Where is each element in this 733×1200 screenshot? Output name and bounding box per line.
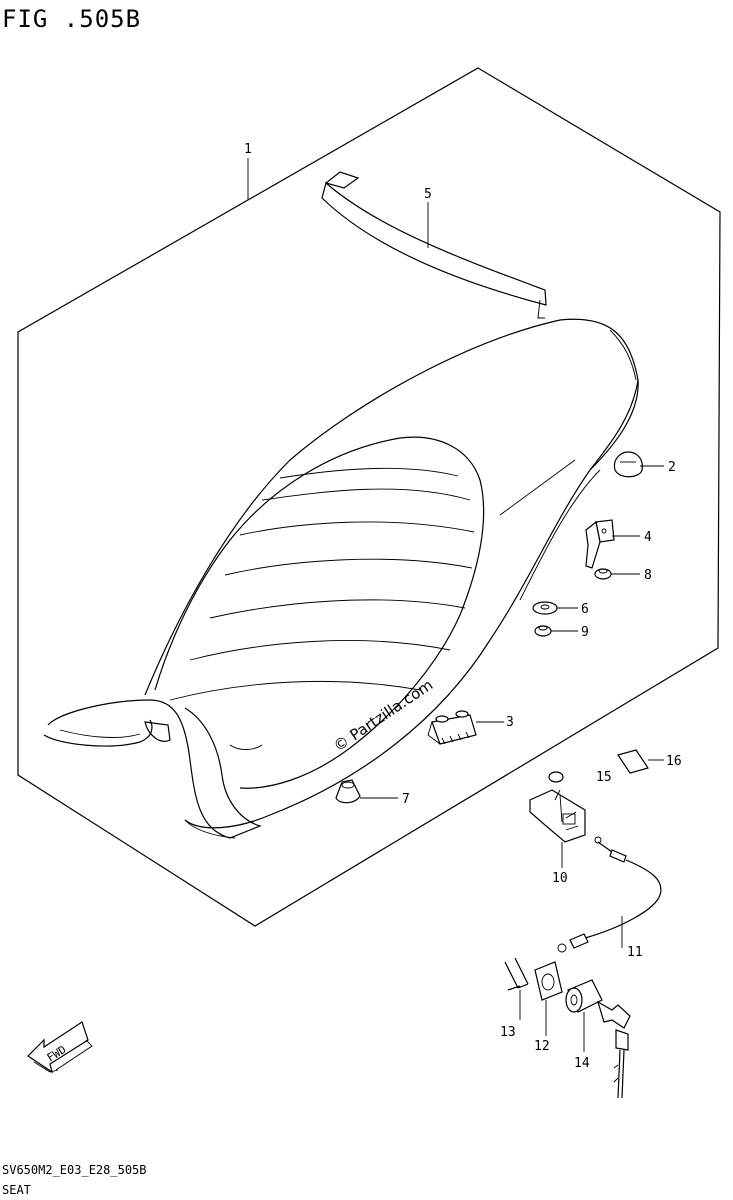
callout-5: 5 bbox=[424, 187, 432, 202]
callout-16: 16 bbox=[666, 754, 682, 769]
footer-name: SEAT bbox=[2, 1183, 31, 1197]
part-2-cushion[interactable] bbox=[613, 451, 643, 478]
part-3-cushion-block[interactable] bbox=[427, 710, 477, 745]
seat-strap[interactable] bbox=[321, 171, 547, 319]
part-9-nut[interactable] bbox=[534, 625, 552, 637]
part-7-cushion[interactable] bbox=[335, 779, 361, 804]
part-16-label[interactable] bbox=[617, 749, 649, 774]
part-4-bracket[interactable] bbox=[585, 519, 615, 569]
callout-4: 4 bbox=[644, 530, 652, 545]
callout-3: 3 bbox=[506, 715, 514, 730]
part-10-seat-lock[interactable] bbox=[529, 771, 586, 843]
part-14-lock-cylinder[interactable] bbox=[565, 979, 631, 1099]
seat-body[interactable] bbox=[43, 318, 639, 839]
callout-15: 15 bbox=[596, 770, 612, 785]
callout-6: 6 bbox=[581, 602, 589, 617]
callout-12: 12 bbox=[534, 1039, 550, 1054]
part-11-cable[interactable] bbox=[557, 836, 662, 953]
callout-1: 1 bbox=[244, 142, 252, 157]
assembly-outline bbox=[17, 67, 721, 927]
fwd-arrow-icon bbox=[27, 1021, 93, 1074]
callout-9: 9 bbox=[581, 625, 589, 640]
leader-lines bbox=[247, 158, 664, 1052]
footer-code: SV650M2_E03_E28_505B bbox=[2, 1163, 147, 1177]
part-6-washer[interactable] bbox=[532, 601, 558, 615]
fwd-label: FWD bbox=[45, 1043, 69, 1065]
callout-14: 14 bbox=[574, 1056, 590, 1071]
part-8-nut[interactable] bbox=[594, 568, 612, 580]
callout-13: 13 bbox=[500, 1025, 516, 1040]
callout-8: 8 bbox=[644, 568, 652, 583]
part-13-clip[interactable] bbox=[504, 957, 529, 991]
callout-11: 11 bbox=[627, 945, 643, 960]
callout-7: 7 bbox=[402, 792, 410, 807]
watermark: © Partzilla.com bbox=[330, 676, 436, 756]
callout-2: 2 bbox=[668, 460, 676, 475]
figure-title: FIG .505B bbox=[2, 5, 141, 33]
callout-10: 10 bbox=[552, 871, 568, 886]
part-12-plate[interactable] bbox=[534, 961, 563, 1001]
